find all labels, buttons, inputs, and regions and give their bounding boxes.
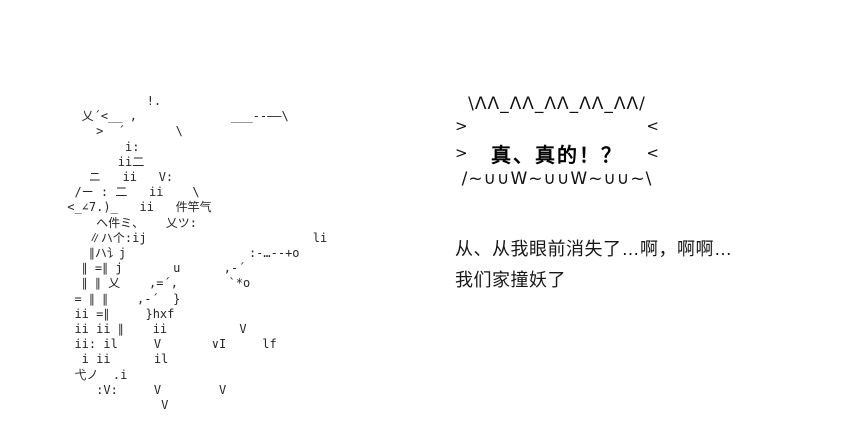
speech-bubble-left-edge: > <box>455 144 468 162</box>
speech-bubble-right-edge: < <box>646 144 659 162</box>
speech-bubble-spacer-row: > < <box>452 115 662 137</box>
dialogue-line-2: 我们家撞妖了 <box>455 270 566 290</box>
speech-bubble: \ΛΛ_ΛΛ_ΛΛ_ΛΛ_ΛΛ/ > < > 真、真的！？ < /~∪∪W~∪∪… <box>452 94 662 190</box>
ascii-art-character: !. 乂´<__ , ___--――\ > ´ \ i: ii二 ニ ii V:… <box>67 94 328 413</box>
dialogue-block: 从、从我眼前消失了…啊，啊啊… 我们家撞妖了 <box>455 234 733 296</box>
speech-bubble-left-edge: > <box>455 117 468 135</box>
speech-bubble-right-edge: < <box>646 117 659 135</box>
speech-bubble-bottom-border: /~∪∪W~∪∪W~∪∪~\ <box>461 169 653 189</box>
dialogue-line-1: 从、从我眼前消失了…啊，啊啊… <box>455 239 733 259</box>
speech-bubble-top-border: \ΛΛ_ΛΛ_ΛΛ_ΛΛ_ΛΛ/ <box>468 94 646 114</box>
speech-bubble-text-row: > 真、真的！？ < <box>452 137 662 169</box>
speech-bubble-text: 真、真的！？ <box>491 144 623 167</box>
